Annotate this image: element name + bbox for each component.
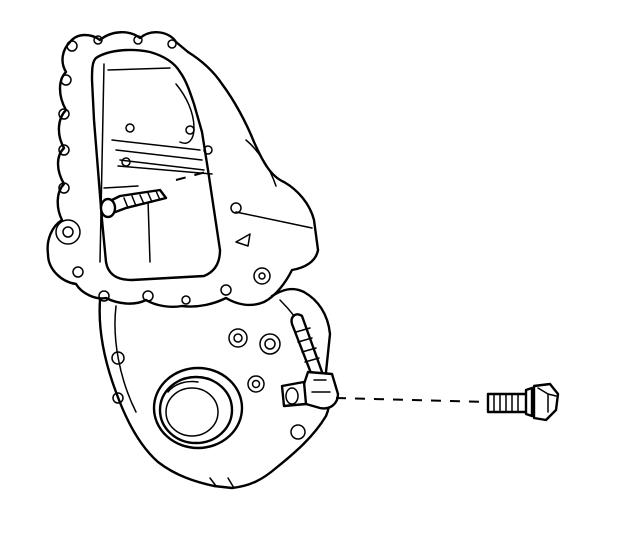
crankshaft-seal [152,366,244,450]
sensor-bracket [280,313,340,410]
upper-bolt [99,171,207,219]
engine-front-cover [98,287,332,490]
mounting-bolt [335,382,560,422]
gasket [46,31,320,308]
cover-inner-detail [103,83,313,263]
